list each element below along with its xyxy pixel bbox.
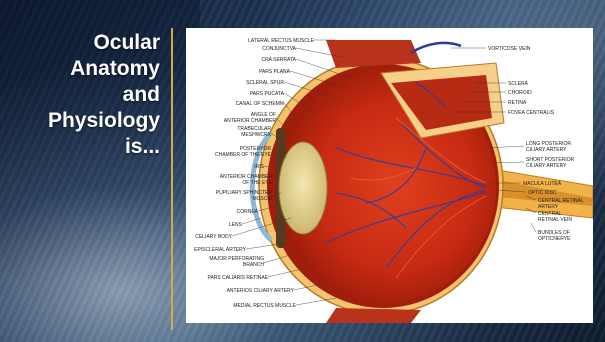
slide-title: Ocular Anatomy and Physiology is... xyxy=(20,30,160,160)
label-sclera: SCLERA xyxy=(508,81,529,87)
label-meshwork: MESHWCRX xyxy=(241,132,271,138)
eye-illustration: LATERAL RECTUS MUSCLE CONJUNCTVA CRA SER… xyxy=(186,28,593,323)
gold-divider xyxy=(171,28,173,330)
label-ora-serrata: CRA SERRATA xyxy=(261,57,296,63)
label-branch: BRANCH xyxy=(243,262,265,268)
title-line: Physiology xyxy=(20,108,160,134)
label-pars-plicata: PARS PUCATA xyxy=(250,91,285,97)
label-scleral-spur: SCLERAL SPUR xyxy=(246,80,284,86)
label-canal-of-schlemm: CANAL OF SCHEMM xyxy=(236,101,284,107)
label-artery: ARTERY xyxy=(538,204,559,210)
label-episcleral-artery: EPISCLERAL ARTERY xyxy=(194,247,247,253)
label-iris: IRIS xyxy=(254,164,264,170)
label-ciliary-artery: CILIARY ARTERY xyxy=(526,147,567,153)
label-pars-ciliaris-retinae: PARS CALIARIS RETINAE xyxy=(208,275,269,281)
label-retinal-vein: RETINAL VEIN xyxy=(538,217,572,223)
label-ciliary-artery-2: CILIARY ARTERY xyxy=(526,163,567,169)
label-anterior-ciliary-artery: ANTERIOS CILIARY ARTERY xyxy=(227,288,295,294)
lens xyxy=(279,142,327,234)
label-vorticose-vein: VORTICOSE VEIN xyxy=(488,46,531,52)
title-line: and xyxy=(20,82,160,108)
label-optic-nerve: OPTICNERYE xyxy=(538,236,571,242)
label-lens: LENS xyxy=(229,222,243,228)
title-line: is... xyxy=(20,134,160,160)
label-cornea: CORNEA xyxy=(237,209,259,215)
lateral-rectus-muscle xyxy=(326,40,421,68)
label-lateral-rectus-muscle: LATERAL RECTUS MUSCLE xyxy=(248,38,315,44)
label-muscle: MUSCIE xyxy=(253,196,273,202)
label-chamber-of-the-eye: CHAMBER OF THE EYE xyxy=(215,152,272,158)
label-anterior-chamber: ANTERIOR CHAMBER xyxy=(224,118,277,124)
eye-anatomy-diagram: LATERAL RECTUS MUSCLE CONJUNCTVA CRA SER… xyxy=(186,28,593,323)
label-choroid: CHOROID xyxy=(508,90,532,96)
label-retina: RETINA xyxy=(508,100,527,106)
label-conjunctiva: CONJUNCTVA xyxy=(262,46,296,52)
label-macula-lutea: MACULA LUTEA xyxy=(523,181,562,187)
label-optic-disc: OPTIC DISC xyxy=(528,190,557,196)
label-of-the-eye: OF THE EYE xyxy=(242,180,272,186)
medial-rectus-muscle xyxy=(326,308,421,323)
title-line: Ocular xyxy=(20,30,160,56)
label-ciliary-body: CELIARY BODY xyxy=(195,234,232,240)
title-line: Anatomy xyxy=(20,56,160,82)
label-medial-rectus-muscle: MEDIAL RECTUS MUSCLE xyxy=(233,303,296,309)
label-fovea-centralis: FOVEA CENTRALIS xyxy=(508,110,555,116)
label-pars-plana: PARS PLANA xyxy=(259,69,291,75)
